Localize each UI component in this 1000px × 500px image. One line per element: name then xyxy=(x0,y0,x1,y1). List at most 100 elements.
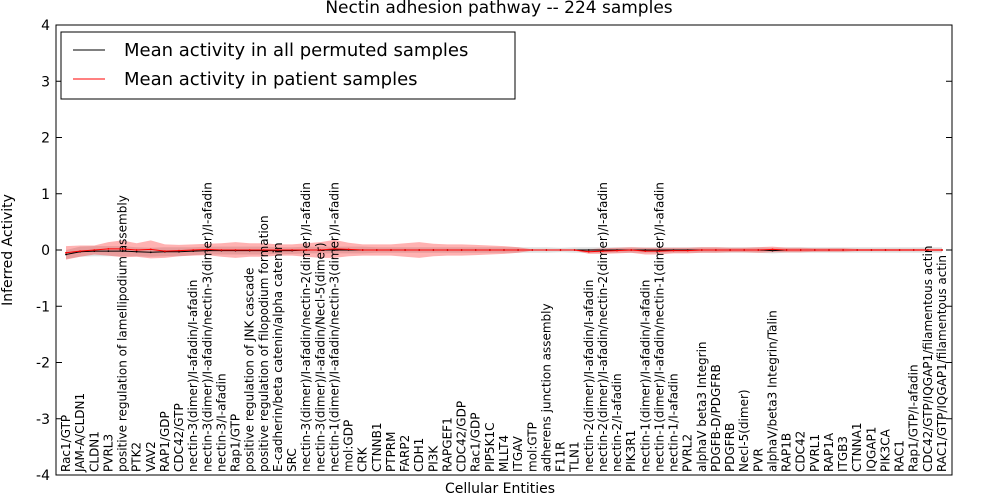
series-1-point xyxy=(828,249,830,251)
x-tick-label: PDGFB-D/PDGFRB xyxy=(709,364,723,472)
series-1-point xyxy=(121,248,124,250)
series-1-point xyxy=(545,249,548,251)
series-1-point xyxy=(206,248,209,251)
series-1-point xyxy=(319,249,322,251)
x-tick-label: alphaV beta3 Integrin xyxy=(695,341,709,472)
x-tick-label: positive regulation of lamellipodium ass… xyxy=(116,195,130,472)
x-tick-label: PI3K xyxy=(426,445,440,472)
x-tick-label: nectin-1(dimer)/I-afadin/I-afadin xyxy=(638,280,652,472)
series-1-point xyxy=(743,249,746,251)
x-axis-label: Cellular Entities xyxy=(445,481,555,497)
series-1-point xyxy=(375,249,378,251)
series-1-point xyxy=(135,249,138,251)
series-0-point xyxy=(107,250,110,253)
x-tick-label: PTPRM xyxy=(384,432,398,473)
series-1-point xyxy=(446,249,449,251)
series-1-point xyxy=(460,249,463,251)
series-1-point xyxy=(503,249,505,251)
x-tick-label: ITGAV xyxy=(511,435,525,472)
x-tick-label: CTNNA1 xyxy=(850,422,864,472)
series-1-point xyxy=(305,249,308,251)
x-tick-label: nectin-3(dimer)/I-afadin/I-afadin xyxy=(186,280,200,472)
x-tick-label: FARP2 xyxy=(398,435,412,472)
y-tick-label: 0 xyxy=(41,243,50,259)
x-tick-label: RAP1A xyxy=(822,432,836,472)
series-1-point xyxy=(813,249,816,251)
y-tick-label: -4 xyxy=(36,468,50,484)
series-1-point xyxy=(842,249,844,251)
series-1-point xyxy=(248,249,251,251)
x-tick-label: RAC1/GTP/IQGAP1/filamentous actin xyxy=(935,255,949,472)
x-tick-label: mol:GDP xyxy=(342,420,356,472)
x-tick-label: CDH1 xyxy=(412,438,426,472)
x-tick-label: nectin-2(dimer)/I-afadin/nectin-2(dimer)… xyxy=(596,182,610,472)
series-1-point xyxy=(93,249,96,251)
series-0-point xyxy=(149,251,152,254)
series-1-point xyxy=(630,249,633,251)
series-1-point xyxy=(234,249,237,251)
x-tick-label: PIK3CA xyxy=(879,428,893,472)
series-1-point xyxy=(715,249,717,251)
series-1-point xyxy=(884,249,887,251)
x-tick-label: F11R xyxy=(554,441,568,472)
x-tick-label: Rac1/GTP xyxy=(59,415,73,472)
x-tick-label: nectin-3/I-afadin xyxy=(214,373,228,472)
x-tick-label: PTK2 xyxy=(130,442,144,472)
series-1-point xyxy=(418,249,421,251)
series-1-point xyxy=(729,249,731,251)
series-1-point xyxy=(178,249,180,252)
series-1-point xyxy=(432,249,435,251)
x-tick-label: RAC1 xyxy=(893,440,907,472)
series-1-point xyxy=(164,250,166,253)
x-tick-label: RAPGEF1 xyxy=(441,417,455,472)
y-tick-label: 3 xyxy=(41,74,50,90)
legend-label-1: Mean activity in patient samples xyxy=(124,69,418,90)
series-1-point xyxy=(644,250,647,253)
x-tick-label: MLLT4 xyxy=(497,435,511,472)
series-1-point xyxy=(799,249,802,251)
series-1-point xyxy=(912,249,915,251)
series-1-point xyxy=(347,248,350,251)
series-1-point xyxy=(149,248,152,251)
legend-frame xyxy=(60,31,516,100)
series-1-point xyxy=(658,250,661,253)
x-tick-label: positive regulation of JNK cascade xyxy=(243,268,257,472)
x-tick-label: CDC42/GTP/IQGAP1/filamentous actin xyxy=(921,246,935,472)
x-tick-label: Rap1/GTP/I-afadin xyxy=(907,364,921,472)
x-tick-label: nectin-3(dimer)/I-afadin/nectin-3(dimer)… xyxy=(200,182,214,472)
x-tick-label: CDC42/GTP xyxy=(172,403,186,472)
x-tick-label: TLN1 xyxy=(568,441,582,473)
series-1-point xyxy=(700,249,703,251)
x-tick-label: PIK3R1 xyxy=(624,430,638,472)
x-tick-label: nectin-2(dimer)/I-afadin/I-afadin xyxy=(582,280,596,472)
x-tick-label: CTNNB1 xyxy=(370,422,384,472)
x-tick-label: nectin-1(dimer)/I-afadin/nectin-3(dimer)… xyxy=(328,182,342,472)
series-1-point xyxy=(856,249,859,251)
series-0-point xyxy=(121,250,124,253)
y-tick-label: -2 xyxy=(36,356,50,372)
series-0-point xyxy=(135,250,138,253)
y-axis-label: Inferred Activity xyxy=(0,194,16,306)
series-1-point xyxy=(107,248,110,250)
series-1-point xyxy=(771,248,774,251)
y-tick-label: 2 xyxy=(41,131,50,147)
x-tick-label: Rac1/GDP xyxy=(469,413,483,472)
y-tick-label: 4 xyxy=(41,18,50,34)
series-1-point xyxy=(686,249,689,252)
series-1-point xyxy=(559,249,562,251)
series-1-point xyxy=(192,249,195,251)
x-tick-label: CRK xyxy=(356,446,370,472)
x-tick-label: VAV2 xyxy=(144,441,158,472)
x-tick-label: nectin-1/I-afadin xyxy=(667,373,681,472)
series-1-point xyxy=(65,251,67,254)
x-tick-label: nectin-3(dimer)/I-afadin/nectin-2(dimer)… xyxy=(299,182,313,472)
x-tick-label: CLDN1 xyxy=(87,431,101,472)
series-1-point xyxy=(941,249,943,251)
series-1-point xyxy=(474,249,477,251)
series-1-point xyxy=(531,249,534,251)
y-tick-label: -1 xyxy=(36,299,50,315)
x-tick-label: CDC42/GDP xyxy=(455,401,469,472)
series-1-point xyxy=(573,249,576,251)
